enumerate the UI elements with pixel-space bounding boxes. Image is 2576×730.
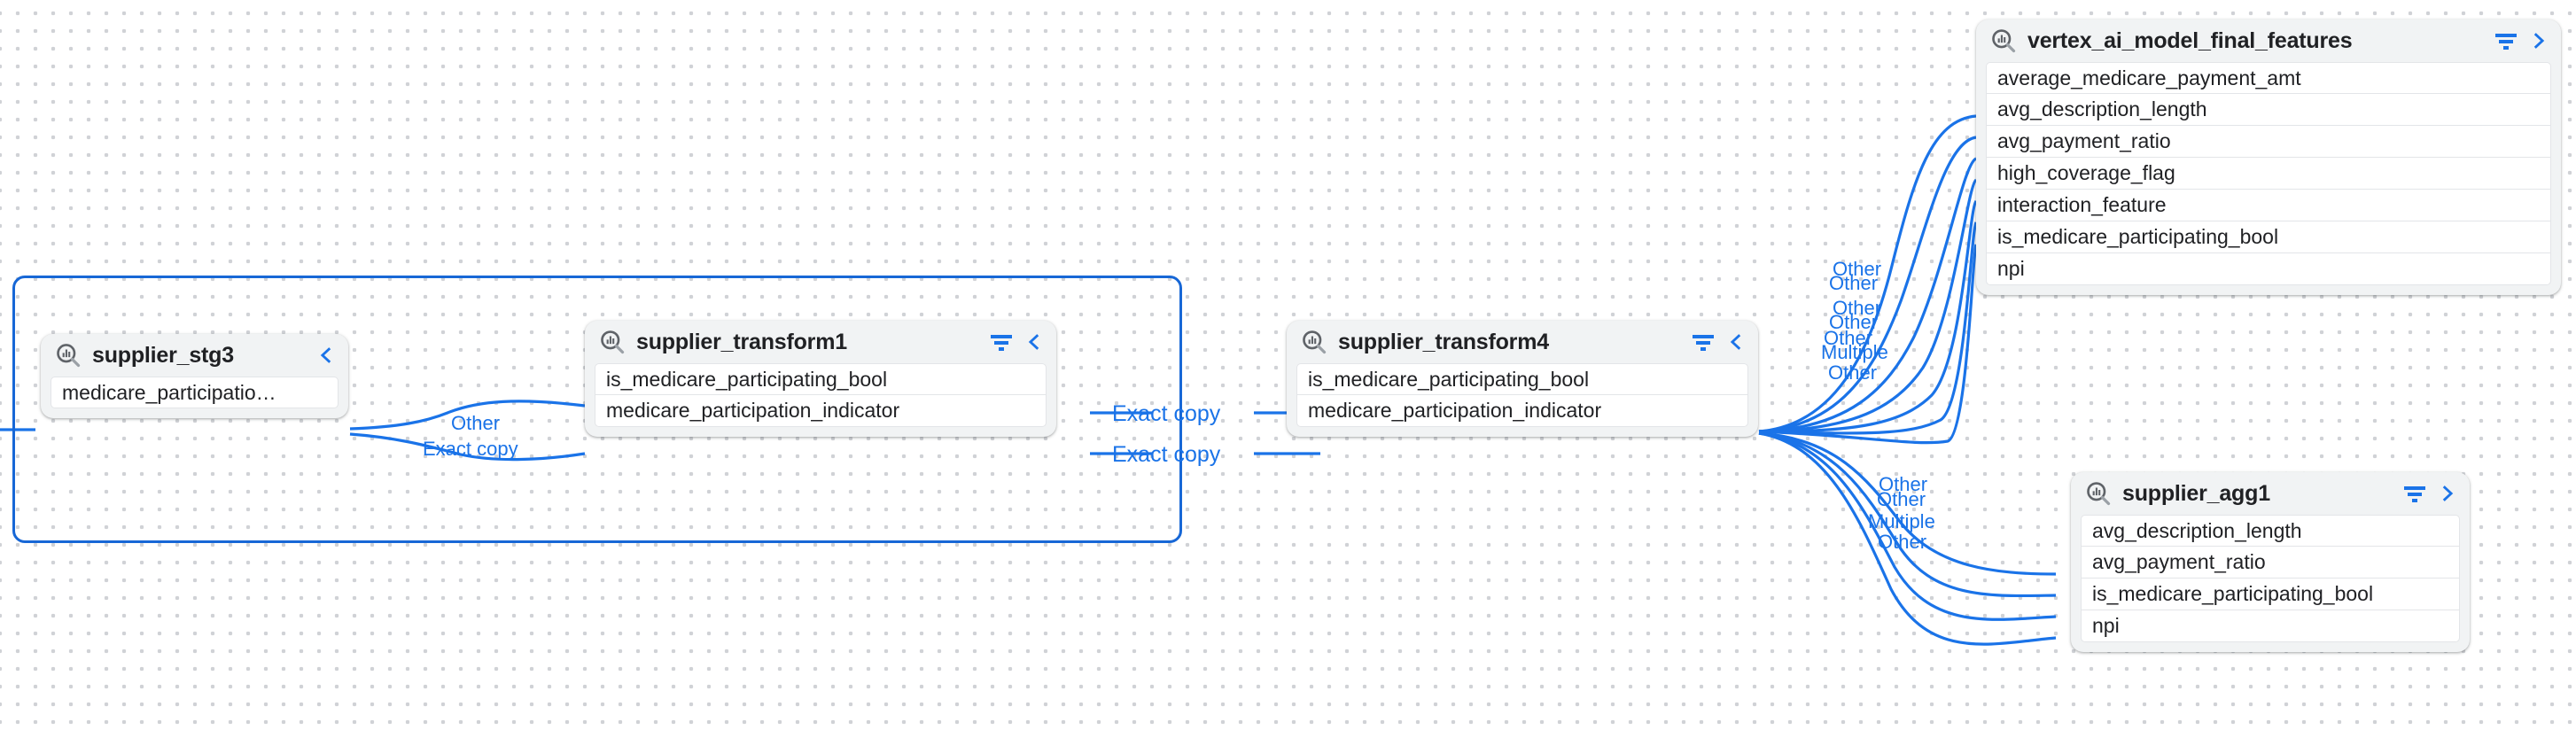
node-field-list: avg_description_length avg_payment_ratio…	[2071, 515, 2470, 642]
edge-label: Other	[1824, 327, 1873, 349]
node-vertex-ai-model-final-features[interactable]: vertex_ai_model_final_features average_m…	[1976, 19, 2561, 295]
data-profile-magnifier-icon[interactable]	[599, 329, 626, 355]
node-field[interactable]: medicare_participation_indicator	[595, 395, 1047, 427]
selected-group-outline[interactable]	[12, 276, 1182, 543]
chevron-right-icon[interactable]	[2529, 29, 2549, 52]
node-header: vertex_ai_model_final_features	[1976, 19, 2561, 62]
filter-icon[interactable]	[1691, 332, 1716, 352]
node-field[interactable]: average_medicare_payment_amt	[1986, 62, 2551, 94]
edge-label: Other	[1829, 272, 1879, 294]
chevron-right-icon[interactable]	[2438, 482, 2457, 505]
node-title: supplier_stg3	[92, 342, 234, 368]
node-header: supplier_transform1	[585, 321, 1056, 363]
node-field[interactable]: interaction_feature	[1986, 190, 2551, 221]
data-profile-magnifier-icon[interactable]	[1990, 27, 2017, 54]
node-header: supplier_transform4	[1287, 321, 1758, 363]
edge-label: Other	[1879, 473, 1928, 495]
edge-label: Other	[1878, 531, 1927, 553]
node-supplier-stg3[interactable]: supplier_stg3 medicare_participatio…	[41, 334, 348, 418]
node-title: supplier_transform4	[1338, 329, 1549, 354]
filter-icon[interactable]	[2494, 31, 2518, 50]
chevron-left-icon[interactable]	[1726, 330, 1746, 353]
edge-label: Other	[1877, 488, 1926, 510]
edge-label: Multiple	[1821, 341, 1888, 363]
node-supplier-agg1[interactable]: supplier_agg1 avg_description_length avg…	[2071, 472, 2470, 652]
node-field-list: is_medicare_participating_bool medicare_…	[1287, 363, 1758, 427]
edge-label: Multiple	[1868, 510, 1935, 532]
node-field[interactable]: avg_description_length	[2081, 515, 2460, 547]
edge-label: Other	[1829, 311, 1879, 333]
edge-label: Other	[1828, 361, 1878, 384]
edge-label: Exact copy	[1112, 401, 1221, 426]
node-field[interactable]: medicare_participation_indicator	[1296, 395, 1748, 427]
node-title: supplier_agg1	[2122, 480, 2270, 506]
edge-label: Other	[1833, 297, 1882, 319]
data-profile-magnifier-icon[interactable]	[55, 342, 82, 369]
data-profile-magnifier-icon[interactable]	[1301, 329, 1327, 355]
node-field[interactable]: is_medicare_participating_bool	[595, 363, 1047, 395]
node-field[interactable]: npi	[2081, 610, 2460, 642]
edge-label: Exact copy	[423, 438, 518, 460]
node-field[interactable]: high_coverage_flag	[1986, 158, 2551, 190]
node-supplier-transform1[interactable]: supplier_transform1 is_medicare_particip…	[585, 321, 1056, 437]
edge-label: Other	[451, 412, 501, 434]
edge-label: Other	[1833, 258, 1882, 280]
filter-icon[interactable]	[989, 332, 1014, 352]
node-field[interactable]: is_medicare_participating_bool	[2081, 579, 2460, 610]
node-title: vertex_ai_model_final_features	[2027, 27, 2353, 53]
node-field[interactable]: avg_description_length	[1986, 94, 2551, 126]
node-field[interactable]: avg_payment_ratio	[1986, 126, 2551, 158]
node-field[interactable]: is_medicare_participating_bool	[1296, 363, 1748, 395]
node-title: supplier_transform1	[636, 329, 847, 354]
data-profile-magnifier-icon[interactable]	[2085, 480, 2112, 507]
node-field[interactable]: medicare_participatio…	[51, 377, 339, 408]
node-field[interactable]: avg_payment_ratio	[2081, 547, 2460, 579]
node-field-list: medicare_participatio…	[41, 377, 348, 408]
node-supplier-transform4[interactable]: supplier_transform4 is_medicare_particip…	[1287, 321, 1758, 437]
chevron-left-icon[interactable]	[1024, 330, 1044, 353]
node-field[interactable]: npi	[1986, 253, 2551, 285]
node-field-list: average_medicare_payment_amt avg_descrip…	[1976, 62, 2561, 285]
node-field-list: is_medicare_participating_bool medicare_…	[585, 363, 1056, 427]
node-header: supplier_agg1	[2071, 472, 2470, 515]
node-field[interactable]: is_medicare_participating_bool	[1986, 221, 2551, 253]
filter-icon[interactable]	[2402, 484, 2427, 503]
node-header: supplier_stg3	[41, 334, 348, 377]
edge-label: Exact copy	[1112, 442, 1221, 467]
chevron-left-icon[interactable]	[316, 344, 336, 367]
